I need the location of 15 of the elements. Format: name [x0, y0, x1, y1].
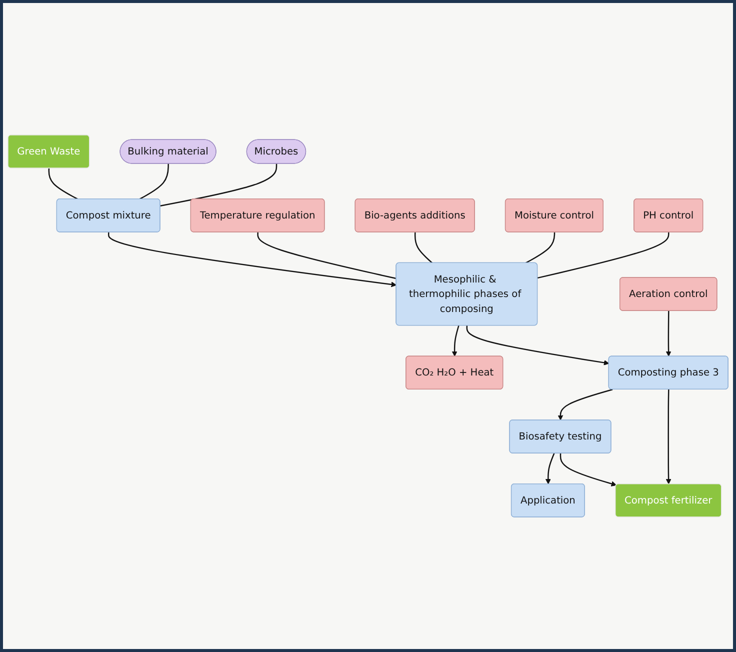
connector — [414, 232, 433, 264]
connector — [525, 232, 556, 264]
arrow — [108, 232, 397, 288]
connector — [139, 164, 169, 200]
connector — [48, 168, 78, 200]
arrow — [452, 326, 460, 357]
arrow — [560, 453, 617, 486]
arrow — [558, 388, 613, 421]
connector — [257, 232, 396, 280]
arrow — [545, 453, 555, 484]
connector — [537, 232, 670, 279]
connector — [160, 164, 278, 207]
arrow — [466, 326, 610, 366]
arrow — [666, 390, 672, 484]
arrow — [666, 310, 672, 357]
